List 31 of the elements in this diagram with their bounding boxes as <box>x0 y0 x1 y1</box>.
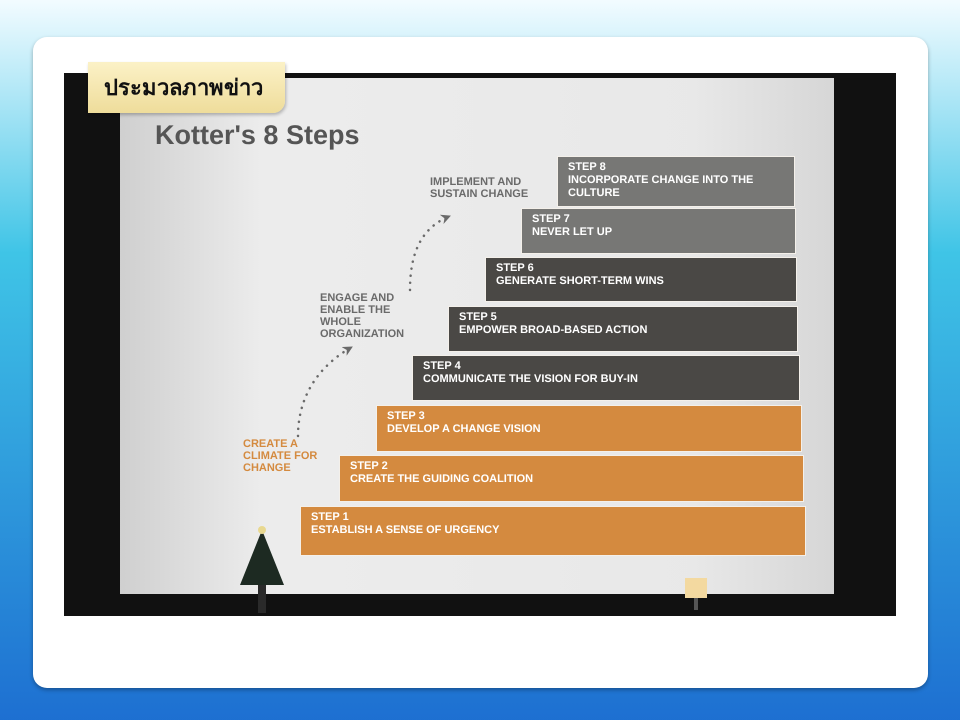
step-box <box>448 306 798 352</box>
step-box <box>521 208 796 254</box>
banner-label: ประมวลภาพข่าว <box>88 62 285 113</box>
step-title: INCORPORATE CHANGE INTO THE CULTURE <box>568 174 754 200</box>
dotted-arrow <box>296 346 354 438</box>
phase-label: IMPLEMENT AND SUSTAIN CHANGE <box>430 176 530 200</box>
step-title: EMPOWER BROAD-BASED ACTION <box>459 324 648 337</box>
step-title: COMMUNICATE THE VISION FOR BUY-IN <box>423 373 639 386</box>
step-number: STEP 4 <box>423 360 462 373</box>
slide-title: Kotter's 8 Steps <box>155 120 360 151</box>
step-number: STEP 5 <box>459 311 498 324</box>
step-number: STEP 7 <box>532 213 571 226</box>
phase-label: ENGAGE AND ENABLE THE WHOLE ORGANIZATION <box>320 292 415 340</box>
step-number: STEP 2 <box>350 460 389 473</box>
step-number: STEP 8 <box>568 161 607 174</box>
step-box <box>376 405 802 452</box>
step-number: STEP 6 <box>496 262 535 275</box>
step-title: CREATE THE GUIDING COALITION <box>350 473 534 486</box>
step-title: GENERATE SHORT-TERM WINS <box>496 275 665 288</box>
step-number: STEP 1 <box>311 511 350 524</box>
step-box <box>339 455 804 502</box>
step-box <box>412 355 800 401</box>
step-number: STEP 3 <box>387 410 426 423</box>
step-box <box>557 156 795 207</box>
step-title: ESTABLISH A SENSE OF URGENCY <box>311 524 500 537</box>
step-title: DEVELOP A CHANGE VISION <box>387 423 542 436</box>
step-title: NEVER LET UP <box>532 226 614 239</box>
step-box <box>485 257 797 302</box>
phase-label: CREATE A CLIMATE FOR CHANGE <box>243 438 323 474</box>
step-box <box>300 506 806 556</box>
dotted-arrow <box>408 214 452 292</box>
